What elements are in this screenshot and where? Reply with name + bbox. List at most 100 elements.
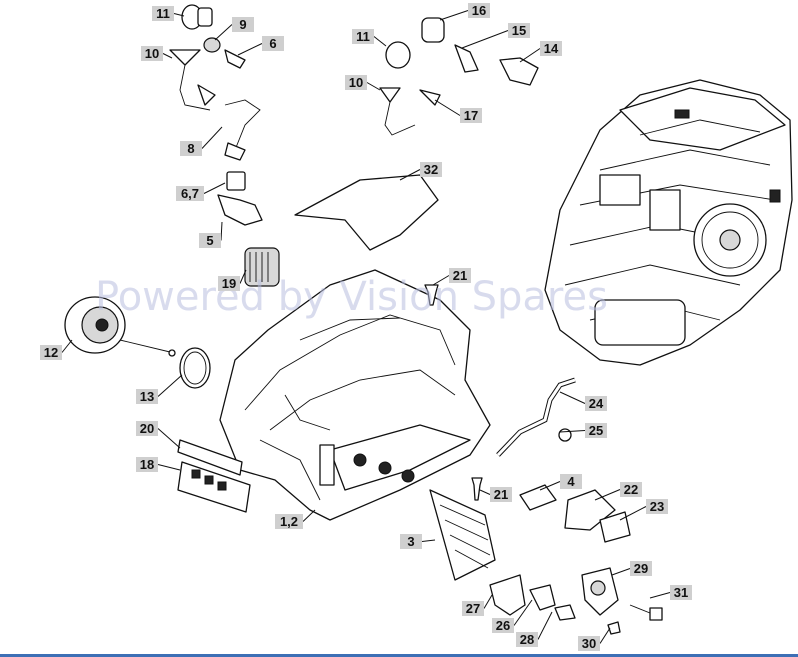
- callout-leader-c5: [220, 221, 223, 241]
- callout-leader-c11a: [173, 13, 185, 17]
- callout-leader-c13: [157, 374, 183, 397]
- callout-box-c13: [136, 389, 158, 404]
- bottom-border: [0, 654, 798, 657]
- callout-labels: 11910686,75191116151410173221121320181,2…: [40, 3, 692, 651]
- callout-label-c28: 28: [520, 632, 534, 647]
- callout-leader-c30: [599, 627, 611, 644]
- callout-box-c8: [180, 141, 202, 156]
- callout-leader-c16: [439, 10, 469, 21]
- callout-leader-c14: [519, 48, 541, 63]
- callout-label-c26: 26: [496, 618, 510, 633]
- callout-box-c10b: [345, 75, 367, 90]
- callout-label-c24: 24: [589, 396, 604, 411]
- callout-leader-c19: [239, 269, 247, 284]
- callout-leader-c10b: [366, 82, 381, 91]
- callout-box-c67: [176, 186, 204, 201]
- callout-box-c10a: [141, 46, 163, 61]
- callout-leader-c27: [483, 594, 493, 609]
- callout-box-c31: [670, 585, 692, 600]
- callout-box-c5: [199, 233, 221, 248]
- callout-box-c12b: [275, 514, 303, 529]
- callout-label-c11b: 11: [356, 29, 370, 44]
- screw-21a: [424, 284, 439, 306]
- callout-leader-c4: [539, 481, 561, 491]
- callout-label-c29: 29: [634, 561, 648, 576]
- callout-leader-c17: [434, 99, 461, 116]
- callout-box-c11b: [352, 29, 374, 44]
- callout-label-c9: 9: [239, 17, 246, 32]
- callout-leader-c21b: [479, 489, 491, 495]
- callout-leader-c15: [461, 30, 509, 49]
- callout-box-c30: [578, 636, 600, 651]
- callout-box-c27: [462, 601, 484, 616]
- callout-box-c21a: [449, 268, 471, 283]
- callout-label-c8: 8: [187, 141, 194, 156]
- callout-label-c15: 15: [512, 23, 526, 38]
- callout-box-c32: [420, 162, 442, 177]
- baffle-part-3: [429, 489, 496, 581]
- callout-box-c22: [620, 482, 642, 497]
- callout-box-c21b: [490, 487, 512, 502]
- callout-label-c21b: 21: [494, 487, 508, 502]
- callout-box-c3: [400, 534, 422, 549]
- o-ring-13: [179, 347, 211, 389]
- callout-leader-c26: [513, 599, 533, 626]
- callout-box-c12: [40, 345, 62, 360]
- callout-box-c29: [630, 561, 652, 576]
- callout-label-c10b: 10: [349, 75, 363, 90]
- cover-part-32: [294, 174, 439, 251]
- warning-labels: [177, 439, 251, 513]
- callout-label-c5: 5: [206, 233, 213, 248]
- callout-label-c13: 13: [140, 389, 154, 404]
- callout-box-c15: [508, 23, 530, 38]
- callout-box-c6a: [262, 36, 284, 51]
- callout-label-c30: 30: [582, 636, 596, 651]
- callout-label-c21a: 21: [453, 268, 467, 283]
- callout-leader-c18: [157, 464, 181, 471]
- callout-label-c14: 14: [544, 41, 559, 56]
- engine-assembly: [544, 79, 793, 366]
- callout-leader-c31: [649, 592, 671, 599]
- callout-leader-c32: [399, 169, 421, 181]
- watermark-text: Powered by Vision Spares: [95, 274, 608, 320]
- callout-leader-c8: [201, 126, 223, 149]
- callout-label-c31: 31: [674, 585, 688, 600]
- callout-label-c18: 18: [140, 457, 154, 472]
- callout-label-c6a: 6: [269, 36, 276, 51]
- callout-leader-c12: [61, 339, 73, 353]
- small-parts: [471, 428, 663, 635]
- callout-box-c4: [560, 474, 582, 489]
- callout-label-c11a: 11: [156, 6, 170, 21]
- housing: [219, 269, 491, 521]
- callout-label-c23: 23: [650, 499, 664, 514]
- callout-label-c67: 6,7: [181, 186, 199, 201]
- callout-box-c11a: [152, 6, 174, 21]
- callout-box-c19: [218, 276, 240, 291]
- callout-label-c19: 19: [222, 276, 236, 291]
- callout-leader-c28: [537, 611, 553, 640]
- fuel-system-left: [169, 4, 280, 287]
- callout-leader-c20: [157, 428, 181, 449]
- callout-box-c18: [136, 457, 158, 472]
- callout-leader-c11b: [373, 36, 387, 47]
- callout-leader-c23: [619, 506, 647, 521]
- callout-leader-c67: [203, 182, 226, 194]
- callout-leader-c21a: [432, 275, 450, 286]
- callout-label-c17: 17: [464, 108, 478, 123]
- callout-leader-c6a: [237, 43, 263, 56]
- callout-box-c25: [585, 423, 607, 438]
- callout-leader-c22: [594, 489, 621, 501]
- callout-leader-c25: [559, 430, 586, 433]
- callout-box-c28: [516, 632, 538, 647]
- callout-label-c10a: 10: [145, 46, 159, 61]
- callout-leader-c10a: [162, 53, 173, 59]
- callout-leader-c24: [559, 391, 586, 404]
- callout-box-c24: [585, 396, 607, 411]
- callout-label-c3: 3: [407, 534, 414, 549]
- callout-box-c9: [232, 17, 254, 32]
- callout-label-c12b: 1,2: [280, 514, 298, 529]
- callout-label-c16: 16: [472, 3, 486, 18]
- callout-box-c26: [492, 618, 514, 633]
- callout-label-c4: 4: [567, 474, 575, 489]
